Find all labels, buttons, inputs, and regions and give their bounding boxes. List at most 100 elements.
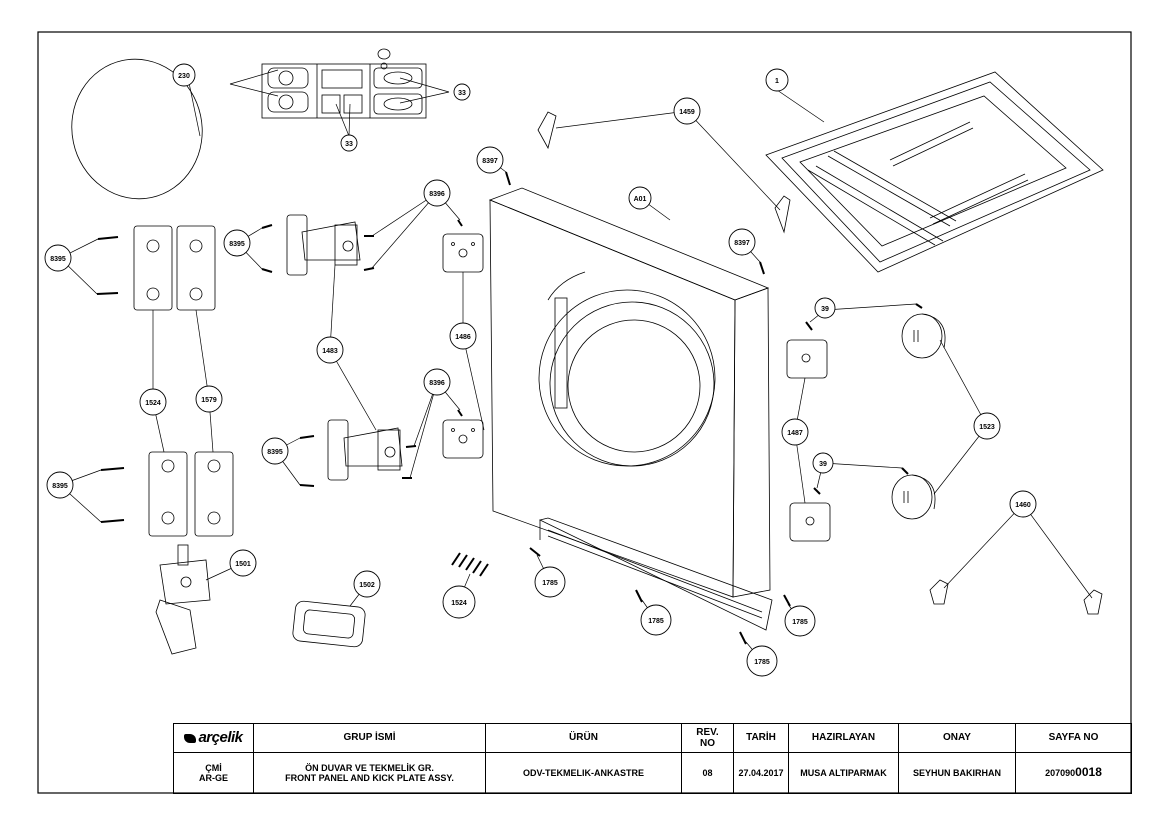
callout-A01: A01 — [628, 186, 652, 210]
svg-text:A01: A01 — [634, 196, 647, 203]
svg-text:33: 33 — [345, 141, 353, 148]
svg-text:39: 39 — [821, 306, 829, 313]
svg-text:8395: 8395 — [267, 449, 283, 456]
company-logo: arçelik — [173, 723, 254, 753]
screws — [96, 171, 923, 645]
svg-text:1502: 1502 — [359, 582, 375, 589]
callout-8397-right: 8397 — [728, 228, 756, 256]
callout-1579: 1579 — [195, 385, 223, 413]
date-header: TARİH — [733, 723, 789, 753]
approval-header: ONAY — [898, 723, 1016, 753]
callout-33-right: 33 — [453, 83, 471, 101]
product-name: ODV-TEKMELIK-ANKASTRE — [485, 752, 682, 794]
callout-1483: 1483 — [316, 336, 344, 364]
part-1486-bracket-upper — [442, 233, 484, 273]
part-A01-front-panel — [488, 187, 771, 598]
callout-8395-far-upper: 8395 — [44, 244, 72, 272]
svg-text:1785: 1785 — [648, 618, 664, 625]
svg-text:1486: 1486 — [455, 334, 471, 341]
callout-39-upper: 39 — [814, 297, 836, 319]
group-name-header: GRUP İSMİ — [253, 723, 486, 753]
rev-number: 08 — [681, 752, 734, 794]
callout-1486: 1486 — [449, 322, 477, 350]
callout-1785-bottom: 1785 — [746, 645, 778, 677]
callout-8395-far-lower: 8395 — [46, 471, 74, 499]
part-1486-bracket-lower — [442, 419, 484, 459]
svg-text:1501: 1501 — [235, 561, 251, 568]
rev-header: REV.NO — [681, 723, 734, 753]
svg-text:1785: 1785 — [542, 580, 558, 587]
callout-1502: 1502 — [353, 570, 381, 598]
drawing-frame — [37, 31, 1132, 794]
callout-1524-plate: 1524 — [139, 388, 167, 416]
part-1483-hinge-lower — [327, 419, 403, 481]
part-1524-plate-lower — [148, 451, 188, 537]
svg-text:1523: 1523 — [979, 424, 995, 431]
callout-8395-hinge-lower: 8395 — [261, 437, 289, 465]
leader-lines — [59, 69, 1093, 662]
part-1483-hinge-upper — [286, 214, 361, 276]
part-1487-bracket-lower — [789, 502, 831, 542]
svg-text:8395: 8395 — [229, 241, 245, 248]
part-1523-cap-upper — [901, 313, 946, 359]
callout-1501: 1501 — [229, 549, 257, 577]
part-1579-plate-upper — [176, 225, 216, 311]
svg-text:33: 33 — [458, 90, 466, 97]
callout-1523: 1523 — [973, 412, 1001, 440]
svg-text:1459: 1459 — [679, 109, 695, 116]
part-1524-plate-upper — [133, 225, 173, 311]
part-230-disc — [71, 58, 203, 200]
part-1460-foot-right — [1083, 589, 1103, 615]
part-1459-clip-left — [537, 111, 557, 150]
group-name: ÖN DUVAR VE TEKMELİK GR.FRONT PANEL AND … — [253, 752, 486, 794]
approved-by: SEYHUN BAKIRHAN — [898, 752, 1016, 794]
callout-8395-hinge-upper: 8395 — [223, 229, 251, 257]
callout-1: 1 — [765, 68, 789, 92]
part-1579-plate-lower — [194, 451, 234, 537]
part-33-label-sheet — [261, 48, 427, 119]
svg-text:230: 230 — [178, 73, 190, 80]
svg-text:1785: 1785 — [792, 619, 808, 626]
svg-text:8396: 8396 — [429, 380, 445, 387]
svg-text:8397: 8397 — [734, 240, 750, 247]
prepared-header: HAZIRLAYAN — [788, 723, 899, 753]
svg-text:1: 1 — [775, 78, 779, 85]
revision-date: 27.04.2017 — [733, 752, 789, 794]
prepared-by: MUSA ALTIPARMAK — [788, 752, 899, 794]
part-1487-bracket-upper — [786, 339, 828, 379]
callout-8396-lower: 8396 — [423, 368, 451, 396]
callout-33-left: 33 — [340, 134, 358, 152]
callout-1487: 1487 — [781, 418, 809, 446]
callout-1460: 1460 — [1009, 490, 1037, 518]
page-header: SAYFA NO — [1015, 723, 1132, 753]
svg-text:39: 39 — [819, 461, 827, 468]
part-1460-foot-left — [929, 579, 949, 605]
svg-text:1483: 1483 — [322, 348, 338, 355]
callout-1785-mid: 1785 — [640, 604, 672, 636]
svg-text:1460: 1460 — [1015, 502, 1031, 509]
svg-text:8396: 8396 — [429, 191, 445, 198]
callout-1785-right: 1785 — [784, 605, 816, 637]
callout-39-lower: 39 — [812, 452, 834, 474]
callout-8397-left: 8397 — [476, 146, 504, 174]
callout-1459: 1459 — [673, 97, 701, 125]
part-kick-plate — [538, 517, 773, 631]
part-1501-latch — [155, 544, 211, 655]
part-1523-cap-lower — [891, 474, 936, 520]
svg-text:1524: 1524 — [451, 600, 467, 607]
svg-text:1579: 1579 — [201, 397, 217, 404]
svg-text:8397: 8397 — [482, 158, 498, 165]
callout-8396-upper: 8396 — [423, 179, 451, 207]
title-block: arçelik GRUP İSMİ ÜRÜN REV.NO TARİH HAZI… — [173, 723, 1132, 794]
page-number: 2070900018 — [1015, 752, 1132, 794]
svg-text:1785: 1785 — [754, 659, 770, 666]
callout-230: 230 — [172, 63, 196, 87]
part-1-top-panel — [765, 71, 1104, 273]
callout-1524-screws: 1524 — [442, 585, 476, 619]
part-1459-clip-right — [774, 195, 791, 234]
product-header: ÜRÜN — [485, 723, 682, 753]
svg-text:8395: 8395 — [52, 483, 68, 490]
callout-1785-left: 1785 — [534, 566, 566, 598]
